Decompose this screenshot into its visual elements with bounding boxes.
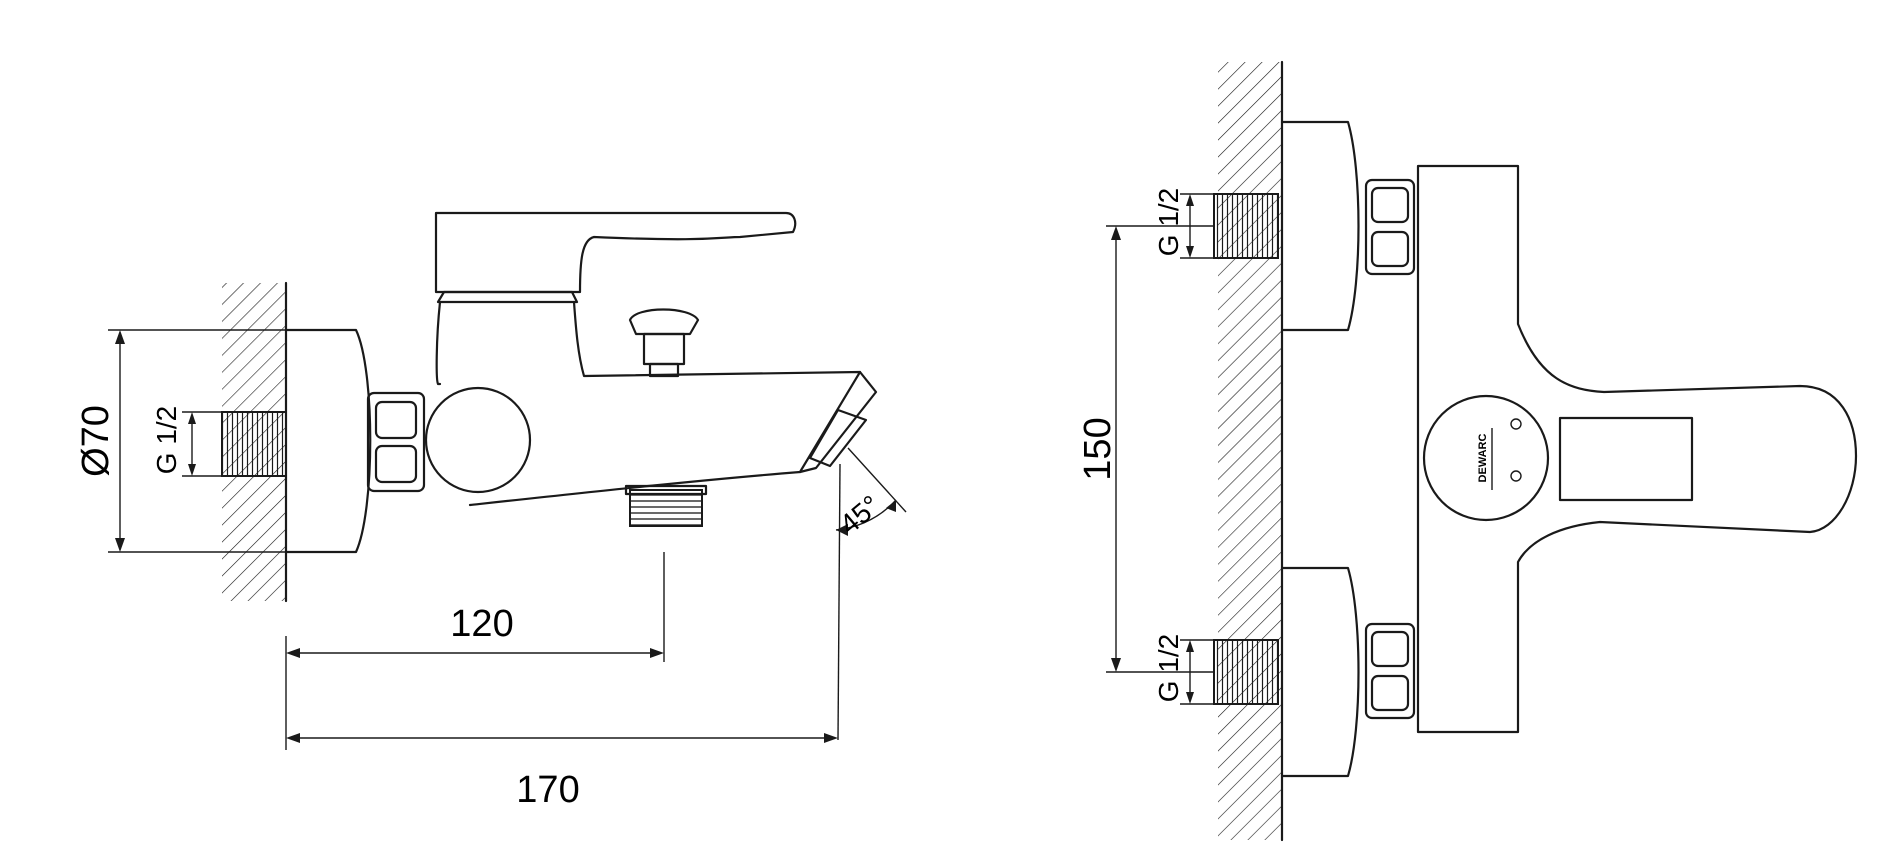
diverter-knob bbox=[628, 308, 700, 378]
total-dimension-label: 170 bbox=[516, 769, 579, 811]
thread-label-side: G 1/2 bbox=[151, 406, 182, 474]
mixer-body bbox=[435, 300, 862, 507]
thread-dimension-bottom bbox=[1180, 639, 1214, 705]
side-view: Ø70 G 1/2 45° 120 bbox=[75, 211, 907, 811]
dial-dot-top bbox=[1510, 418, 1522, 430]
dial-dot-bottom bbox=[1510, 470, 1522, 482]
thread-label-top: G 1/2 bbox=[1153, 188, 1184, 256]
shower-outlet-thread bbox=[624, 484, 708, 527]
lower-nut bbox=[1364, 622, 1416, 720]
upper-nut bbox=[1364, 178, 1416, 276]
diameter-dimension bbox=[108, 329, 290, 553]
angle-dimension bbox=[835, 447, 907, 741]
front-body bbox=[1416, 164, 1858, 734]
upper-inlet-thread bbox=[1213, 193, 1279, 259]
brand-logo: DEWARC bbox=[1477, 434, 1489, 483]
lever-base bbox=[436, 290, 579, 304]
lever-handle bbox=[434, 211, 797, 294]
center-distance-dimension bbox=[1106, 225, 1214, 673]
spout-dimension-label: 120 bbox=[450, 603, 513, 645]
spout-dimension bbox=[285, 552, 665, 750]
thread-label-bottom: G 1/2 bbox=[1153, 634, 1184, 702]
front-dial bbox=[1422, 394, 1550, 522]
spout-tip bbox=[798, 370, 878, 474]
lower-inlet-thread bbox=[1213, 639, 1279, 705]
valve-cartridge bbox=[424, 386, 532, 494]
inlet-thread bbox=[221, 411, 287, 477]
thread-dimension-top bbox=[1180, 193, 1214, 259]
thread-dimension-side bbox=[182, 411, 222, 477]
lever-recess bbox=[1558, 416, 1694, 502]
diameter-label: Ø70 bbox=[75, 405, 117, 477]
wall-flange bbox=[284, 328, 372, 554]
total-dimension bbox=[286, 733, 838, 743]
center-distance-label: 150 bbox=[1077, 417, 1119, 480]
lower-flange bbox=[1280, 566, 1360, 778]
upper-flange bbox=[1280, 120, 1360, 332]
wall-hatch-right bbox=[1218, 60, 1284, 842]
front-view: DEWARC 150 G 1/2 G 1/2 bbox=[1077, 60, 1858, 842]
hex-nut bbox=[366, 391, 426, 493]
